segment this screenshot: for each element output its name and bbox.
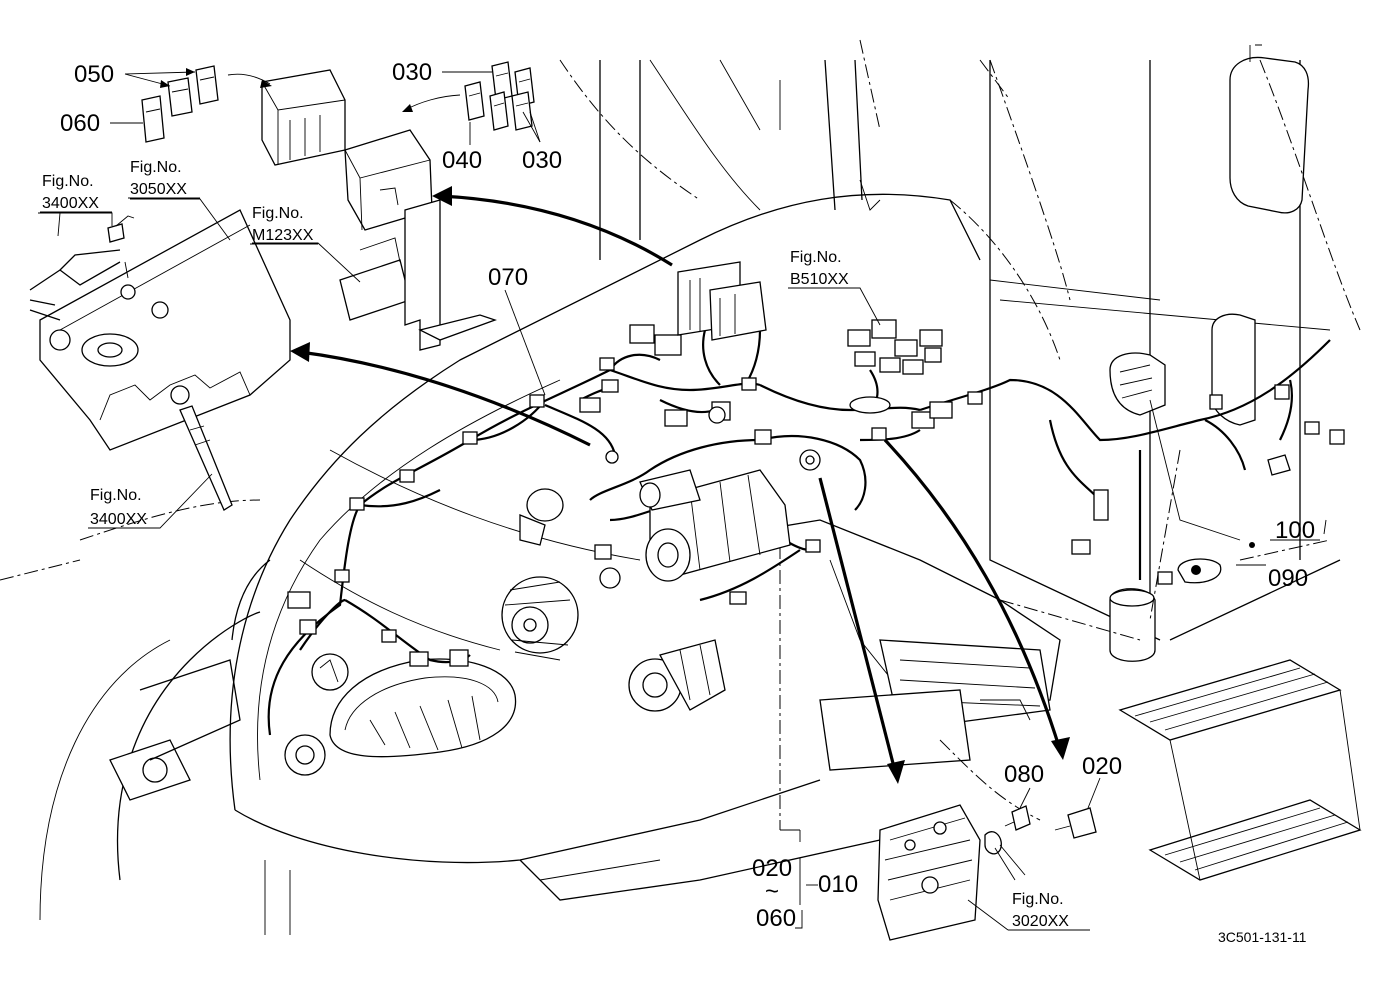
callout-labels: 050 060 030 040 030 070 100 090 080 020 … [60,59,1315,932]
fig-prefix-b510: Fig.No. [790,249,842,266]
fig-ref-3050: 3050XX [130,181,187,198]
label-030-bottom: 030 [522,147,562,174]
tractor-line-art [0,39,1362,935]
label-040: 040 [442,147,482,174]
figure-references: Fig.No. 3400XX Fig.No. 3050XX Fig.No. M1… [42,159,1069,930]
drawing-code: 3C501-131-11 [1218,929,1307,945]
fig-ref-3020: 3020XX [1012,913,1069,930]
leader-lines [38,68,1327,931]
fig-ref-3400-top: 3400XX [42,195,99,212]
label-010: 010 [818,871,858,898]
fig-prefix-3050: Fig.No. [130,159,182,176]
fig-ref-3400-bottom: 3400XX [90,511,147,528]
label-tilde: ~ [765,878,779,905]
label-060: 060 [60,110,100,137]
label-100: 100 [1275,517,1315,544]
fig-ref-b510: B510XX [790,271,849,288]
label-070: 070 [488,264,528,291]
inset-fuse-relays [141,61,535,351]
fig-prefix-3020: Fig.No. [1012,891,1064,908]
label-020-bottom: 020 [752,855,792,882]
label-080: 080 [1004,761,1044,788]
harness-components [284,261,1345,941]
label-050: 050 [74,61,114,88]
label-020-right: 020 [1082,753,1122,780]
label-060-bottom: 060 [756,905,796,932]
fig-ref-m123: M123XX [252,227,314,244]
label-030-top: 030 [392,59,432,86]
fig-ref-underlines [40,197,1088,931]
inset-engine-cover [29,209,291,511]
fig-prefix-m123: Fig.No. [252,205,304,222]
label-090: 090 [1268,565,1308,592]
fig-prefix-3400-top: Fig.No. [42,173,94,190]
fig-prefix-3400-bottom: Fig.No. [90,487,142,504]
